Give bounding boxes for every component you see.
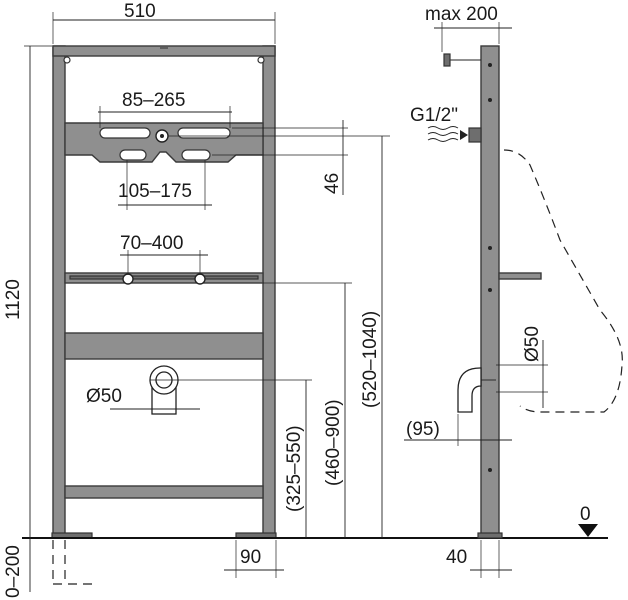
floor-level-marker [578,524,598,537]
label-inlet-thread: G1/2" [410,105,458,126]
rail-screw-right [194,273,206,285]
fixing-bolt-head [443,53,451,67]
side-foot [477,532,503,539]
side-hole-2 [488,98,492,102]
dim-offset-46: 46 [322,173,343,194]
upper-mounting-plate [64,122,264,163]
dim-height-total: 1120 [3,279,24,320]
lower-plate [64,332,264,360]
dim-height-460-900: (460–900) [323,399,344,486]
dim-height-325-550: (325–550) [284,425,305,512]
lower-slot-left [119,149,147,161]
side-view: max 200 G1/2" Ø50 (95) 40 0 [404,4,623,578]
dim-rail-spacing: 70–400 [120,233,183,254]
inlet-flow-mark-3 [427,138,459,142]
inlet-arrow [460,130,468,140]
top-right-bracket [257,56,265,64]
dim-side-drain-diameter: Ø50 [522,326,543,362]
rail-screw-left [122,273,134,285]
drain-pipe [149,365,179,415]
bottom-rail [64,485,264,499]
support-bolt [498,272,542,280]
top-left-bracket [63,56,71,64]
inlet-flow-mark-2 [427,132,459,136]
label-floor-level: 0 [580,504,591,525]
inlet-flow-mark-1 [427,126,459,130]
side-hole-5 [488,468,492,472]
side-hole-3 [488,246,492,250]
upper-slot-left [99,127,151,139]
side-hole-4 [488,288,492,292]
front-view: 510 1120 0–200 85–265 105–175 70–400 Ø50 [3,1,608,598]
dim-elbow-offset: (95) [406,419,440,440]
dim-width-total: 510 [124,1,156,22]
dim-top-hole-spacing: 85–265 [122,90,185,111]
dim-drain-diameter: Ø50 [86,386,122,407]
left-post [52,45,66,537]
dim-frame-depth: 40 [446,547,467,568]
water-inlet-center-dot [160,134,164,138]
dim-foot-width: 90 [240,547,261,568]
middle-rail-groove [69,275,259,280]
upper-slot-right [177,127,231,139]
drain-elbow [457,367,482,413]
right-post [262,45,276,537]
lower-slot-right [181,149,211,161]
top-rail [52,45,276,57]
dim-adjust-range: 0–200 [3,545,24,598]
side-hole-1 [488,63,492,67]
dim-bottom-hole-spacing: 105–175 [118,181,192,202]
water-inlet-fitting [468,127,482,143]
dim-max-depth: max 200 [425,4,498,25]
dim-height-520-1040: (520–1040) [360,311,381,408]
urinal-outline [503,149,623,413]
